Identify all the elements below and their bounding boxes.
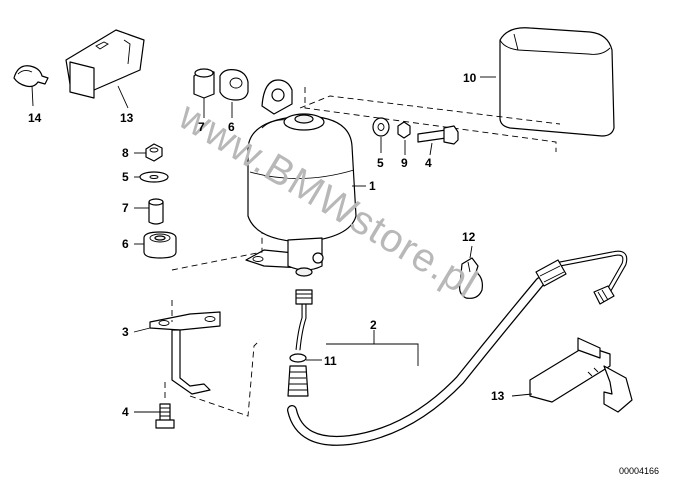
callout-10: 10 [463, 71, 477, 85]
clip-part-14 [13, 65, 49, 107]
mount-part-6-top [219, 69, 249, 118]
clip-part-12 [459, 245, 483, 299]
bushing-part-7-left [134, 198, 164, 225]
callout-7-left: 7 [122, 201, 129, 215]
mount-part-6-left [134, 231, 177, 259]
callout-9: 9 [401, 156, 408, 170]
callout-14: 14 [28, 111, 42, 125]
washer-part-5-left [134, 171, 169, 183]
callout-6-left: 6 [122, 237, 129, 251]
callout-12: 12 [462, 230, 476, 244]
callout-4-top: 4 [425, 156, 432, 170]
nut-part-9-top [397, 121, 411, 155]
callout-13-top: 13 [120, 111, 134, 125]
callout-5-top: 5 [377, 156, 384, 170]
bracket-part-13-lower [511, 337, 633, 413]
washer-part-5-top [372, 117, 390, 153]
bracket-part-3 [133, 311, 221, 395]
cover-part-10 [480, 27, 615, 137]
callout-7-top: 7 [198, 120, 205, 134]
bushing-part-7-top [193, 68, 215, 118]
callout-1: 1 [369, 179, 376, 193]
bolt-part-4-top [417, 125, 459, 156]
pressure-line-part-2 [287, 250, 628, 446]
callout-11: 11 [324, 354, 337, 368]
accumulator-part-1 [245, 79, 366, 277]
diagram-reference-number: 00004166 [619, 466, 659, 476]
callout-8: 8 [122, 146, 129, 160]
nut-part-8-left [134, 143, 163, 162]
bolt-part-4-lower [134, 403, 175, 429]
callout-6-top: 6 [228, 120, 235, 134]
callout-3: 3 [122, 325, 129, 339]
bracket-part-13-top [65, 29, 145, 109]
callout-5-left: 5 [122, 170, 129, 184]
callout-2: 2 [370, 318, 377, 332]
callout-4-lower: 4 [122, 405, 129, 419]
callout-13-lower: 13 [491, 389, 505, 403]
